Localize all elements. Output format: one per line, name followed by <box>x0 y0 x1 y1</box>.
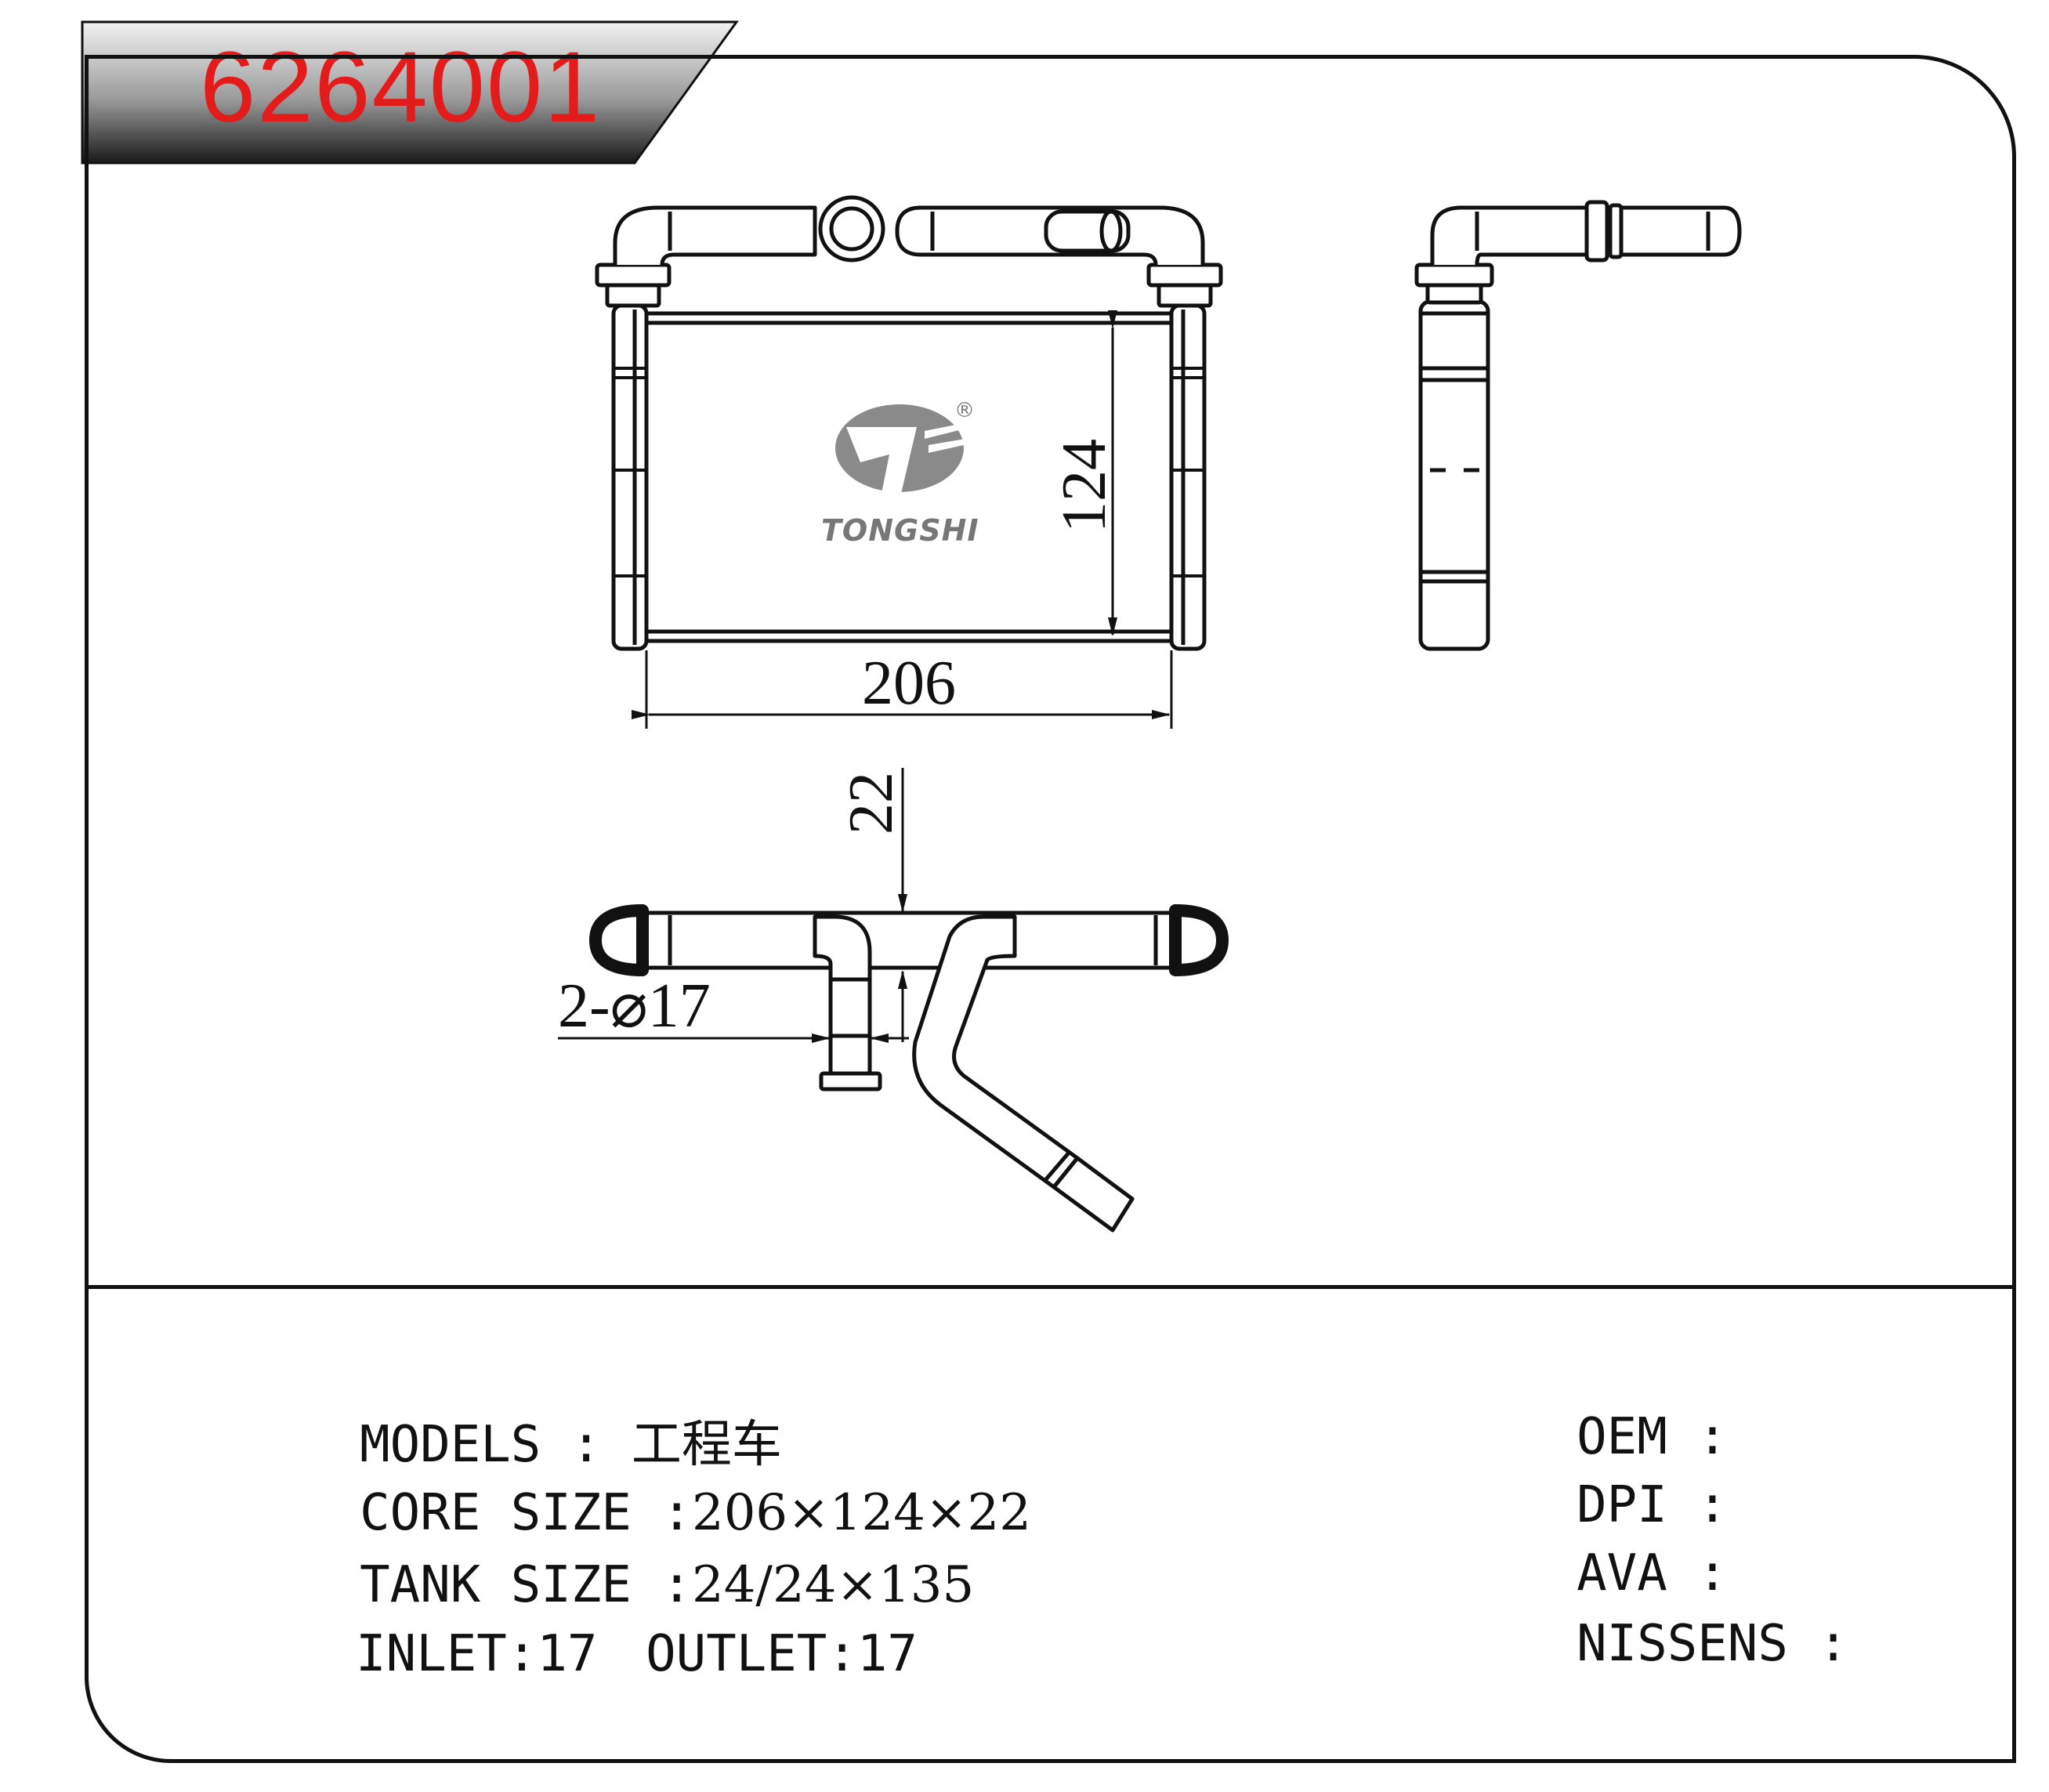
ref-nissens: NISSENS : <box>1456 1569 1848 1719</box>
side-tank <box>1418 299 1490 651</box>
logo-brand-name: TONGSHI <box>821 513 979 548</box>
dpi-sep: : <box>1667 1476 1728 1534</box>
dim-height-label: 124 <box>1050 439 1119 533</box>
drawing-frame <box>85 55 2016 1763</box>
logo-registered-mark: ® <box>954 399 975 422</box>
core-size-sep: : <box>631 1484 692 1542</box>
spec-core-size: CORE SIZE :206×124×22 <box>239 1438 1031 1588</box>
left-pipe <box>613 205 817 266</box>
part-number: 6264001 <box>200 31 602 143</box>
top-left-end <box>589 904 649 976</box>
heater-core-drawing: ® TONGSHI 124 206 <box>558 195 1742 1233</box>
tank-size-value: 24/24×135 <box>691 1556 975 1614</box>
oem-label: OEM <box>1577 1408 1667 1466</box>
top-outlet-tail <box>1052 1156 1135 1233</box>
core-size-label: CORE SIZE <box>360 1484 632 1542</box>
top-core <box>640 910 1178 970</box>
top-right-end <box>1169 904 1229 976</box>
nissens-label: NISSENS <box>1577 1615 1788 1673</box>
spec-models: MODELS : 工程车 <box>239 1370 782 1520</box>
oem-sep: : <box>1667 1408 1728 1466</box>
ref-ava: AVA : <box>1456 1498 1728 1649</box>
ref-dpi: DPI : <box>1456 1430 1728 1580</box>
core-size-value: 206×124×22 <box>691 1484 1031 1542</box>
tongshi-logo: ® TONGSHI <box>821 399 979 548</box>
models-label: MODELS <box>360 1416 541 1474</box>
spec-inlet: INLET:17 <box>235 1579 597 1729</box>
models-value: 工程车 <box>631 1416 782 1474</box>
top-outlet-pipe <box>912 914 1080 1189</box>
dpi-label: DPI <box>1577 1476 1667 1534</box>
dim-pipe-callout-label: 2-⌀17 <box>558 972 711 1041</box>
tank-size-sep: : <box>631 1556 692 1614</box>
tank-size-label: TANK SIZE <box>360 1556 632 1614</box>
side-view <box>1414 200 1742 651</box>
nissens-sep: : <box>1787 1615 1848 1673</box>
dim-width <box>632 650 1173 729</box>
ava-sep: : <box>1667 1544 1728 1602</box>
inlet-value: 17 <box>537 1625 598 1683</box>
dim-width-label: 206 <box>862 649 956 718</box>
left-tank <box>611 303 649 651</box>
right-tank <box>1169 303 1207 651</box>
right-flange <box>1146 262 1223 288</box>
section-divider <box>85 1285 2016 1289</box>
outlet-value: 17 <box>856 1625 918 1683</box>
ref-oem: OEM : <box>1456 1362 1728 1512</box>
models-sep: : <box>541 1416 632 1474</box>
left-flange <box>595 262 672 288</box>
dim-depth-label: 22 <box>837 772 906 834</box>
inlet-label: INLET: <box>356 1625 538 1683</box>
spec-tank-size: TANK SIZE :24/24×135 <box>239 1510 974 1660</box>
top-inlet-pipe <box>813 914 872 1076</box>
ava-label: AVA <box>1577 1544 1667 1602</box>
top-inlet-flange <box>819 1071 882 1091</box>
top-view <box>589 904 1229 1233</box>
spec-outlet: OUTLET:17 <box>525 1579 918 1729</box>
outlet-label: OUTLET: <box>646 1625 857 1683</box>
